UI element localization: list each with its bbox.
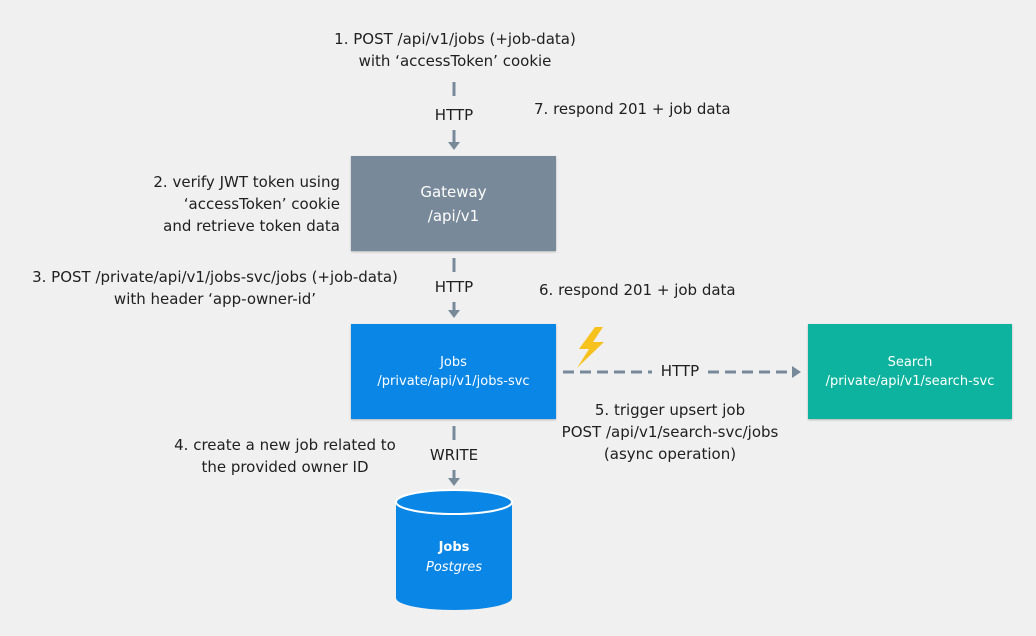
step-2-line-3: and retrieve token data	[163, 217, 340, 235]
step-6-label: 6. respond 201 + job data	[539, 281, 736, 299]
step-1-label: 1. POST /api/v1/jobs (+job-data) with ‘a…	[300, 28, 610, 72]
lightning-bolt-icon	[577, 327, 604, 368]
jobs-service-path: /private/api/v1/jobs-svc	[377, 373, 530, 389]
step-3-line-1: 3. POST /private/api/v1/jobs-svc/jobs (+…	[32, 268, 398, 286]
connector-label-client-gateway: HTTP	[434, 106, 474, 124]
step-4-line-1: 4. create a new job related to	[174, 436, 396, 454]
step-5-line-1: 5. trigger upsert job	[594, 401, 746, 419]
jobs-service-node: Jobs /private/api/v1/jobs-svc	[351, 324, 556, 419]
step-5-line-3: (async operation)	[603, 445, 737, 463]
step-4-label: 4. create a new job related to the provi…	[165, 434, 405, 478]
gateway-node: Gateway /api/v1	[351, 156, 556, 251]
gateway-path: /api/v1	[427, 206, 480, 225]
arrowhead-jobs-to-db	[448, 478, 460, 486]
gateway-title: Gateway	[420, 182, 487, 201]
step-3-line-2: with header ‘app-owner-id’	[113, 290, 317, 308]
database-cylinder	[395, 489, 513, 610]
search-service-node: Search /private/api/v1/search-svc	[808, 324, 1012, 419]
step-4-line-2: the provided owner ID	[201, 458, 369, 476]
jobs-service-title: Jobs	[440, 354, 467, 370]
arrowhead-jobs-to-search	[792, 366, 801, 378]
step-2-line-1: 2. verify JWT token using	[153, 173, 340, 191]
search-service-path: /private/api/v1/search-svc	[825, 373, 995, 389]
step-5-label: 5. trigger upsert job POST /api/v1/searc…	[540, 399, 800, 465]
connector-label-jobs-search: HTTP	[660, 362, 700, 380]
step-7-label: 7. respond 201 + job data	[534, 100, 731, 118]
arrowhead-gateway-to-jobs	[448, 310, 460, 318]
step-2-label: 2. verify JWT token using ‘accessToken’ …	[110, 171, 340, 237]
arrowhead-client-to-gateway	[448, 142, 460, 150]
connector-label-gateway-jobs: HTTP	[434, 278, 474, 296]
search-service-title: Search	[887, 354, 933, 370]
jobs-database-engine: Postgres	[425, 560, 483, 575]
step-1-line-2: with ‘accessToken’ cookie	[358, 52, 552, 70]
step-1-line-1: 1. POST /api/v1/jobs (+job-data)	[334, 30, 576, 48]
step-3-label: 3. POST /private/api/v1/jobs-svc/jobs (+…	[10, 266, 420, 310]
step-5-line-2: POST /api/v1/search-svc/jobs	[561, 423, 779, 441]
jobs-database-label: Jobs Postgres	[396, 538, 512, 578]
jobs-database-title: Jobs	[438, 540, 470, 555]
connector-label-jobs-db: WRITE	[429, 446, 479, 464]
step-2-line-2: ‘accessToken’ cookie	[183, 195, 340, 213]
